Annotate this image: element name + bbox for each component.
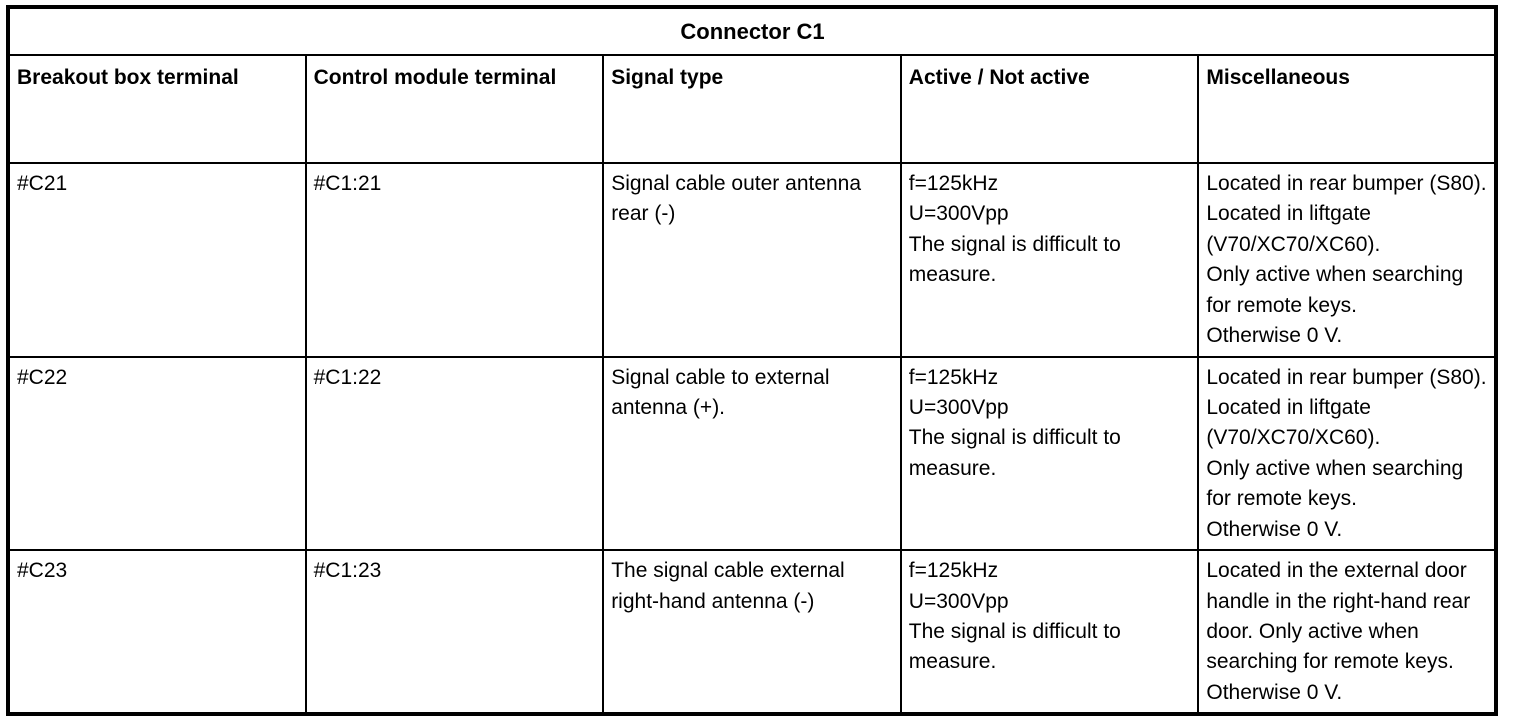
- cell-signal-type: Signal cable outer antenna rear (-): [602, 161, 902, 358]
- cell-active-not-active: f=125kHz U=300Vpp The signal is difficul…: [899, 355, 1200, 552]
- cell-control-module-terminal: #C1:22: [304, 355, 605, 552]
- cell-active-not-active: f=125kHz U=300Vpp The signal is difficul…: [899, 549, 1200, 716]
- cell-signal-type: Signal cable to external antenna (+).: [602, 355, 902, 552]
- document-sheet: Connector C1 Breakout box terminal Contr…: [6, 5, 1498, 716]
- column-header-active-not-active: Active / Not active: [899, 53, 1200, 164]
- cell-breakout-box-terminal: #C22: [7, 355, 307, 552]
- table-row: #C23 #C1:23 The signal cable external ri…: [7, 549, 1497, 716]
- column-header-signal-type: Signal type: [602, 53, 902, 164]
- table-title-row: Connector C1: [7, 6, 1497, 56]
- cell-miscellaneous: Located in the external door handle in t…: [1197, 549, 1497, 716]
- table-row: #C21 #C1:21 Signal cable outer antenna r…: [7, 161, 1497, 358]
- cell-control-module-terminal: #C1:21: [304, 161, 605, 358]
- cell-breakout-box-terminal: #C21: [7, 161, 307, 358]
- cell-signal-type: The signal cable external right-hand ant…: [602, 549, 902, 716]
- cell-miscellaneous: Located in rear bumper (S80). Located in…: [1197, 161, 1497, 358]
- column-header-miscellaneous: Miscellaneous: [1197, 53, 1497, 164]
- table-title: Connector C1: [7, 6, 1497, 56]
- cell-miscellaneous: Located in rear bumper (S80). Located in…: [1197, 355, 1497, 552]
- column-header-breakout-box-terminal: Breakout box terminal: [7, 53, 307, 164]
- cell-active-not-active: f=125kHz U=300Vpp The signal is difficul…: [899, 161, 1200, 358]
- cell-breakout-box-terminal: #C23: [7, 549, 307, 716]
- table-header-row: Breakout box terminal Control module ter…: [7, 53, 1497, 164]
- connector-pinout-table: Connector C1 Breakout box terminal Contr…: [6, 5, 1498, 716]
- column-header-control-module-terminal: Control module terminal: [304, 53, 605, 164]
- cell-control-module-terminal: #C1:23: [304, 549, 605, 716]
- table-row: #C22 #C1:22 Signal cable to external ant…: [7, 355, 1497, 552]
